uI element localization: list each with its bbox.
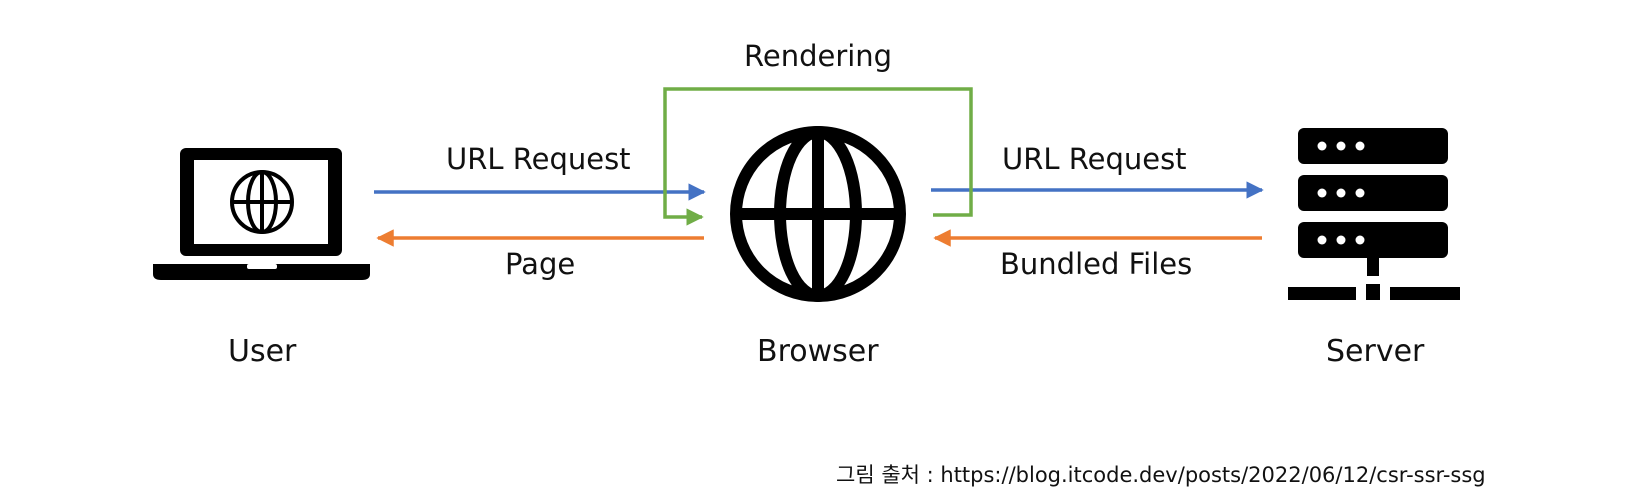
server-rack-icon xyxy=(1288,128,1460,300)
node-label-user: User xyxy=(228,334,297,369)
node-label-browser: Browser xyxy=(757,334,879,369)
node-label-server: Server xyxy=(1326,334,1425,369)
image-source-caption: 그림 출처 : https://blog.itcode.dev/posts/20… xyxy=(836,463,1486,487)
edge-label-page: Page xyxy=(505,247,576,281)
edge-label-user-url-request: URL Request xyxy=(446,142,631,176)
edge-label-bundled-files: Bundled Files xyxy=(1000,247,1193,281)
edge-label-server-url-request: URL Request xyxy=(1002,142,1187,176)
globe-icon xyxy=(730,126,906,302)
edge-rendering-loop xyxy=(663,87,973,226)
edge-label-rendering: Rendering xyxy=(744,39,893,73)
laptop-globe-icon xyxy=(153,148,370,280)
